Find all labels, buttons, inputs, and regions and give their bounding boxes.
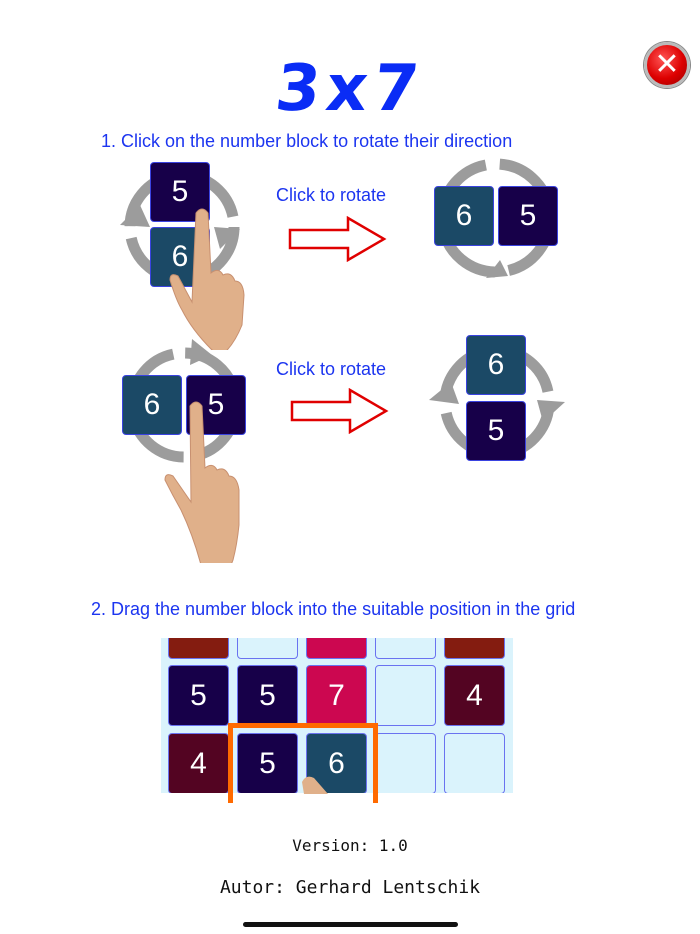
grid-cell[interactable]: 5 — [237, 733, 298, 793]
hand-pointer-icon — [169, 208, 245, 350]
rotate-label-1: Click to rotate — [276, 185, 387, 205]
grid-cell[interactable]: 4 — [444, 665, 505, 726]
grid-cell-empty[interactable] — [375, 638, 436, 659]
number-block-5[interactable]: 5 — [466, 401, 526, 461]
grid-cell-empty[interactable] — [375, 665, 436, 726]
grid-cell[interactable]: 5 — [237, 665, 298, 726]
home-indicator[interactable] — [243, 922, 458, 927]
grid-cell[interactable]: 4 — [168, 733, 229, 793]
number-block-5[interactable]: 5 — [498, 186, 558, 246]
rotate-cycle-icon — [120, 169, 240, 285]
hand-pointer-icon — [164, 401, 240, 563]
drop-highlight-frame — [228, 723, 378, 803]
grid-cell[interactable] — [444, 638, 505, 659]
rotate-label-2: Click to rotate — [276, 359, 387, 379]
grid-cell[interactable]: 7 — [306, 665, 367, 726]
grid-cell-empty[interactable] — [237, 638, 298, 659]
step2-instruction: 2. Drag the number block into the suitab… — [91, 599, 576, 619]
close-x-icon: ✕ — [654, 47, 680, 82]
right-arrow-icon — [288, 216, 387, 262]
grid-cell[interactable]: 5 — [168, 665, 229, 726]
finger-tip-icon — [302, 776, 328, 794]
right-arrow-icon — [290, 388, 389, 434]
number-block-6[interactable]: 6 — [122, 375, 182, 435]
number-block-6[interactable]: 6 — [434, 186, 494, 246]
grid-cell[interactable] — [306, 638, 367, 659]
author-label: Autor: Gerhard Lentschik — [219, 877, 481, 898]
close-button[interactable]: ✕ — [644, 42, 690, 88]
page-title: 3x7 — [271, 52, 429, 126]
version-label: Version: 1.0 — [292, 836, 408, 855]
grid-cell[interactable] — [168, 638, 229, 659]
grid-cell-empty[interactable] — [444, 733, 505, 793]
game-grid: 5 5 7 4 4 5 6 — [161, 638, 513, 793]
step1-instruction: 1. Click on the number block to rotate t… — [101, 131, 513, 151]
grid-cell-empty[interactable] — [375, 733, 436, 793]
number-block-6[interactable]: 6 — [466, 335, 526, 395]
rotate-cycle-icon — [429, 344, 565, 460]
